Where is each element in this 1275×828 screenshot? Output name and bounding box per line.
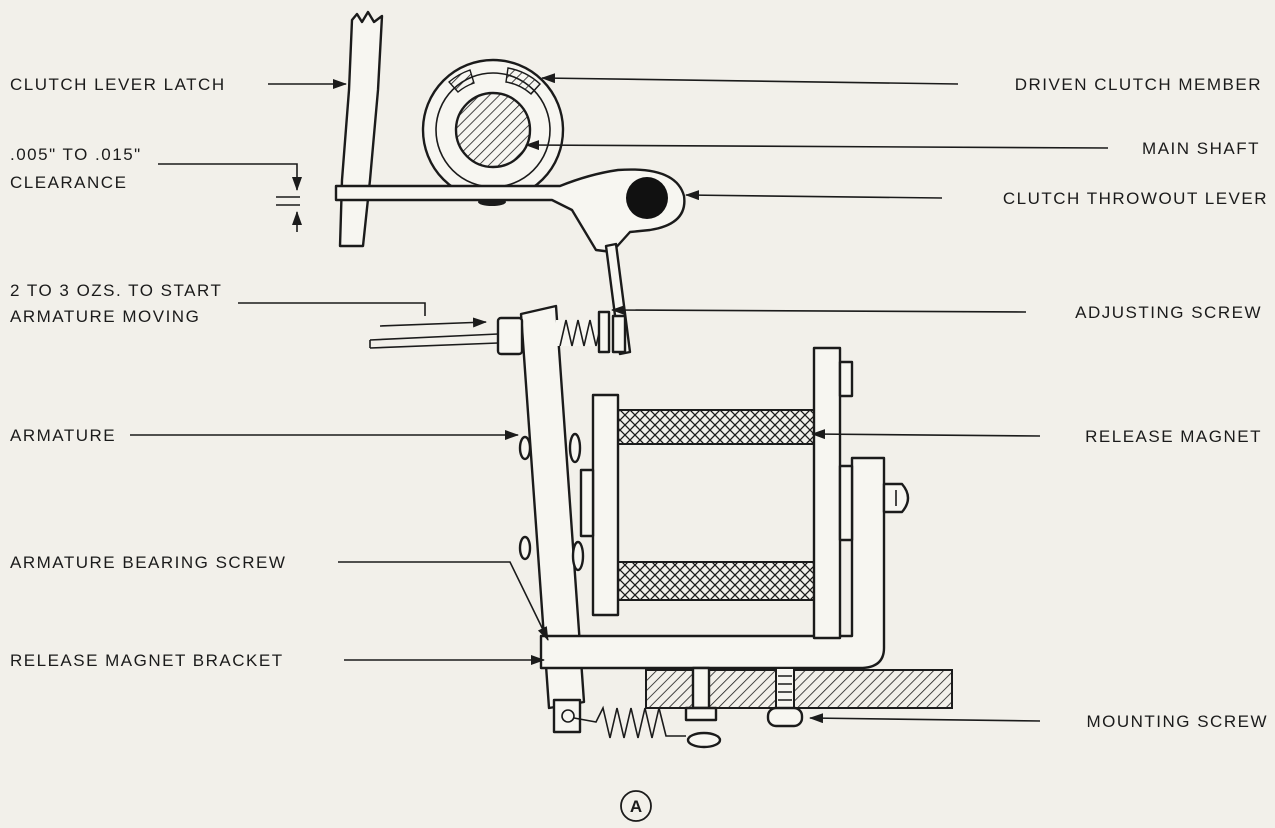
armature [519, 304, 586, 710]
spring-scale-rod [369, 333, 499, 341]
leader-armature-bearing-screw [338, 561, 549, 641]
spring-post-nut [684, 706, 718, 722]
spring-anchor [561, 709, 575, 723]
label-main-shaft: MAIN SHAFT [1142, 139, 1260, 158]
armature-rivet-top [518, 435, 532, 461]
label-start-force-2: ARMATURE MOVING [10, 307, 200, 326]
spring-post [691, 666, 711, 710]
mounting-screw-head [766, 706, 804, 728]
release-magnet-bracket [539, 456, 886, 670]
clutch-lever-latch [338, 10, 384, 248]
figure-letter: A [630, 797, 642, 816]
leader-clearance [158, 163, 298, 170]
adjusting-screw-head [611, 314, 627, 354]
leader-main-shaft [525, 140, 1109, 151]
adjusting-nut [496, 316, 524, 356]
spool-lug [838, 360, 854, 398]
figure-marker [620, 790, 652, 822]
clutch-throwout-lever [334, 168, 686, 254]
label-clearance-word: CLEARANCE [10, 173, 127, 192]
label-driven-clutch-member: DRIVEN CLUTCH MEMBER [1015, 75, 1262, 94]
leader-start-force [238, 302, 486, 326]
clutch-tooth-right [505, 67, 541, 95]
main-shaft [454, 91, 532, 169]
coil-spool-front [591, 393, 620, 617]
adjusting-screw-washer [597, 310, 611, 354]
label-start-force-1: 2 TO 3 OZS. TO START [10, 281, 222, 300]
clearance-dimension [276, 196, 300, 206]
release-magnet-coil-bottom [617, 561, 815, 601]
mounting-screw-shank [775, 667, 795, 709]
label-clutch-throwout-lever: CLUTCH THROWOUT LEVER [1003, 189, 1268, 208]
spring-post-head [686, 731, 722, 749]
release-magnet-coil-top [617, 409, 815, 445]
label-armature: ARMATURE [10, 426, 116, 445]
throwout-pivot [626, 177, 668, 219]
core-face [579, 468, 595, 538]
label-clutch-lever-latch: CLUTCH LEVER LATCH [10, 75, 226, 94]
label-mounting-screw: MOUNTING SCREW [1086, 712, 1268, 731]
armature-spring [573, 705, 686, 739]
armature-pole-top [568, 432, 582, 464]
label-release-magnet-bracket: RELEASE MAGNET BRACKET [10, 651, 284, 670]
clutch-tooth-left [448, 69, 475, 93]
armature-rivet-bottom [518, 535, 532, 561]
core-end [838, 464, 854, 542]
leader-driven-clutch-member [541, 73, 959, 85]
label-release-magnet: RELEASE MAGNET [1085, 427, 1262, 446]
leader-clutch-throwout-lever [685, 190, 943, 201]
coil-spool-back [812, 346, 842, 640]
label-armature-bearing-screw: ARMATURE BEARING SCREW [10, 553, 286, 572]
label-adjusting-screw: ADJUSTING SCREW [1075, 303, 1262, 322]
leader-adjusting-screw [611, 305, 1027, 316]
label-clearance-value: .005" TO .015" [10, 145, 142, 164]
leader-release-magnet [811, 429, 1041, 440]
armature-tail [552, 698, 582, 734]
armature-pole-bottom [571, 540, 585, 572]
leader-mounting-screw [809, 713, 1041, 724]
